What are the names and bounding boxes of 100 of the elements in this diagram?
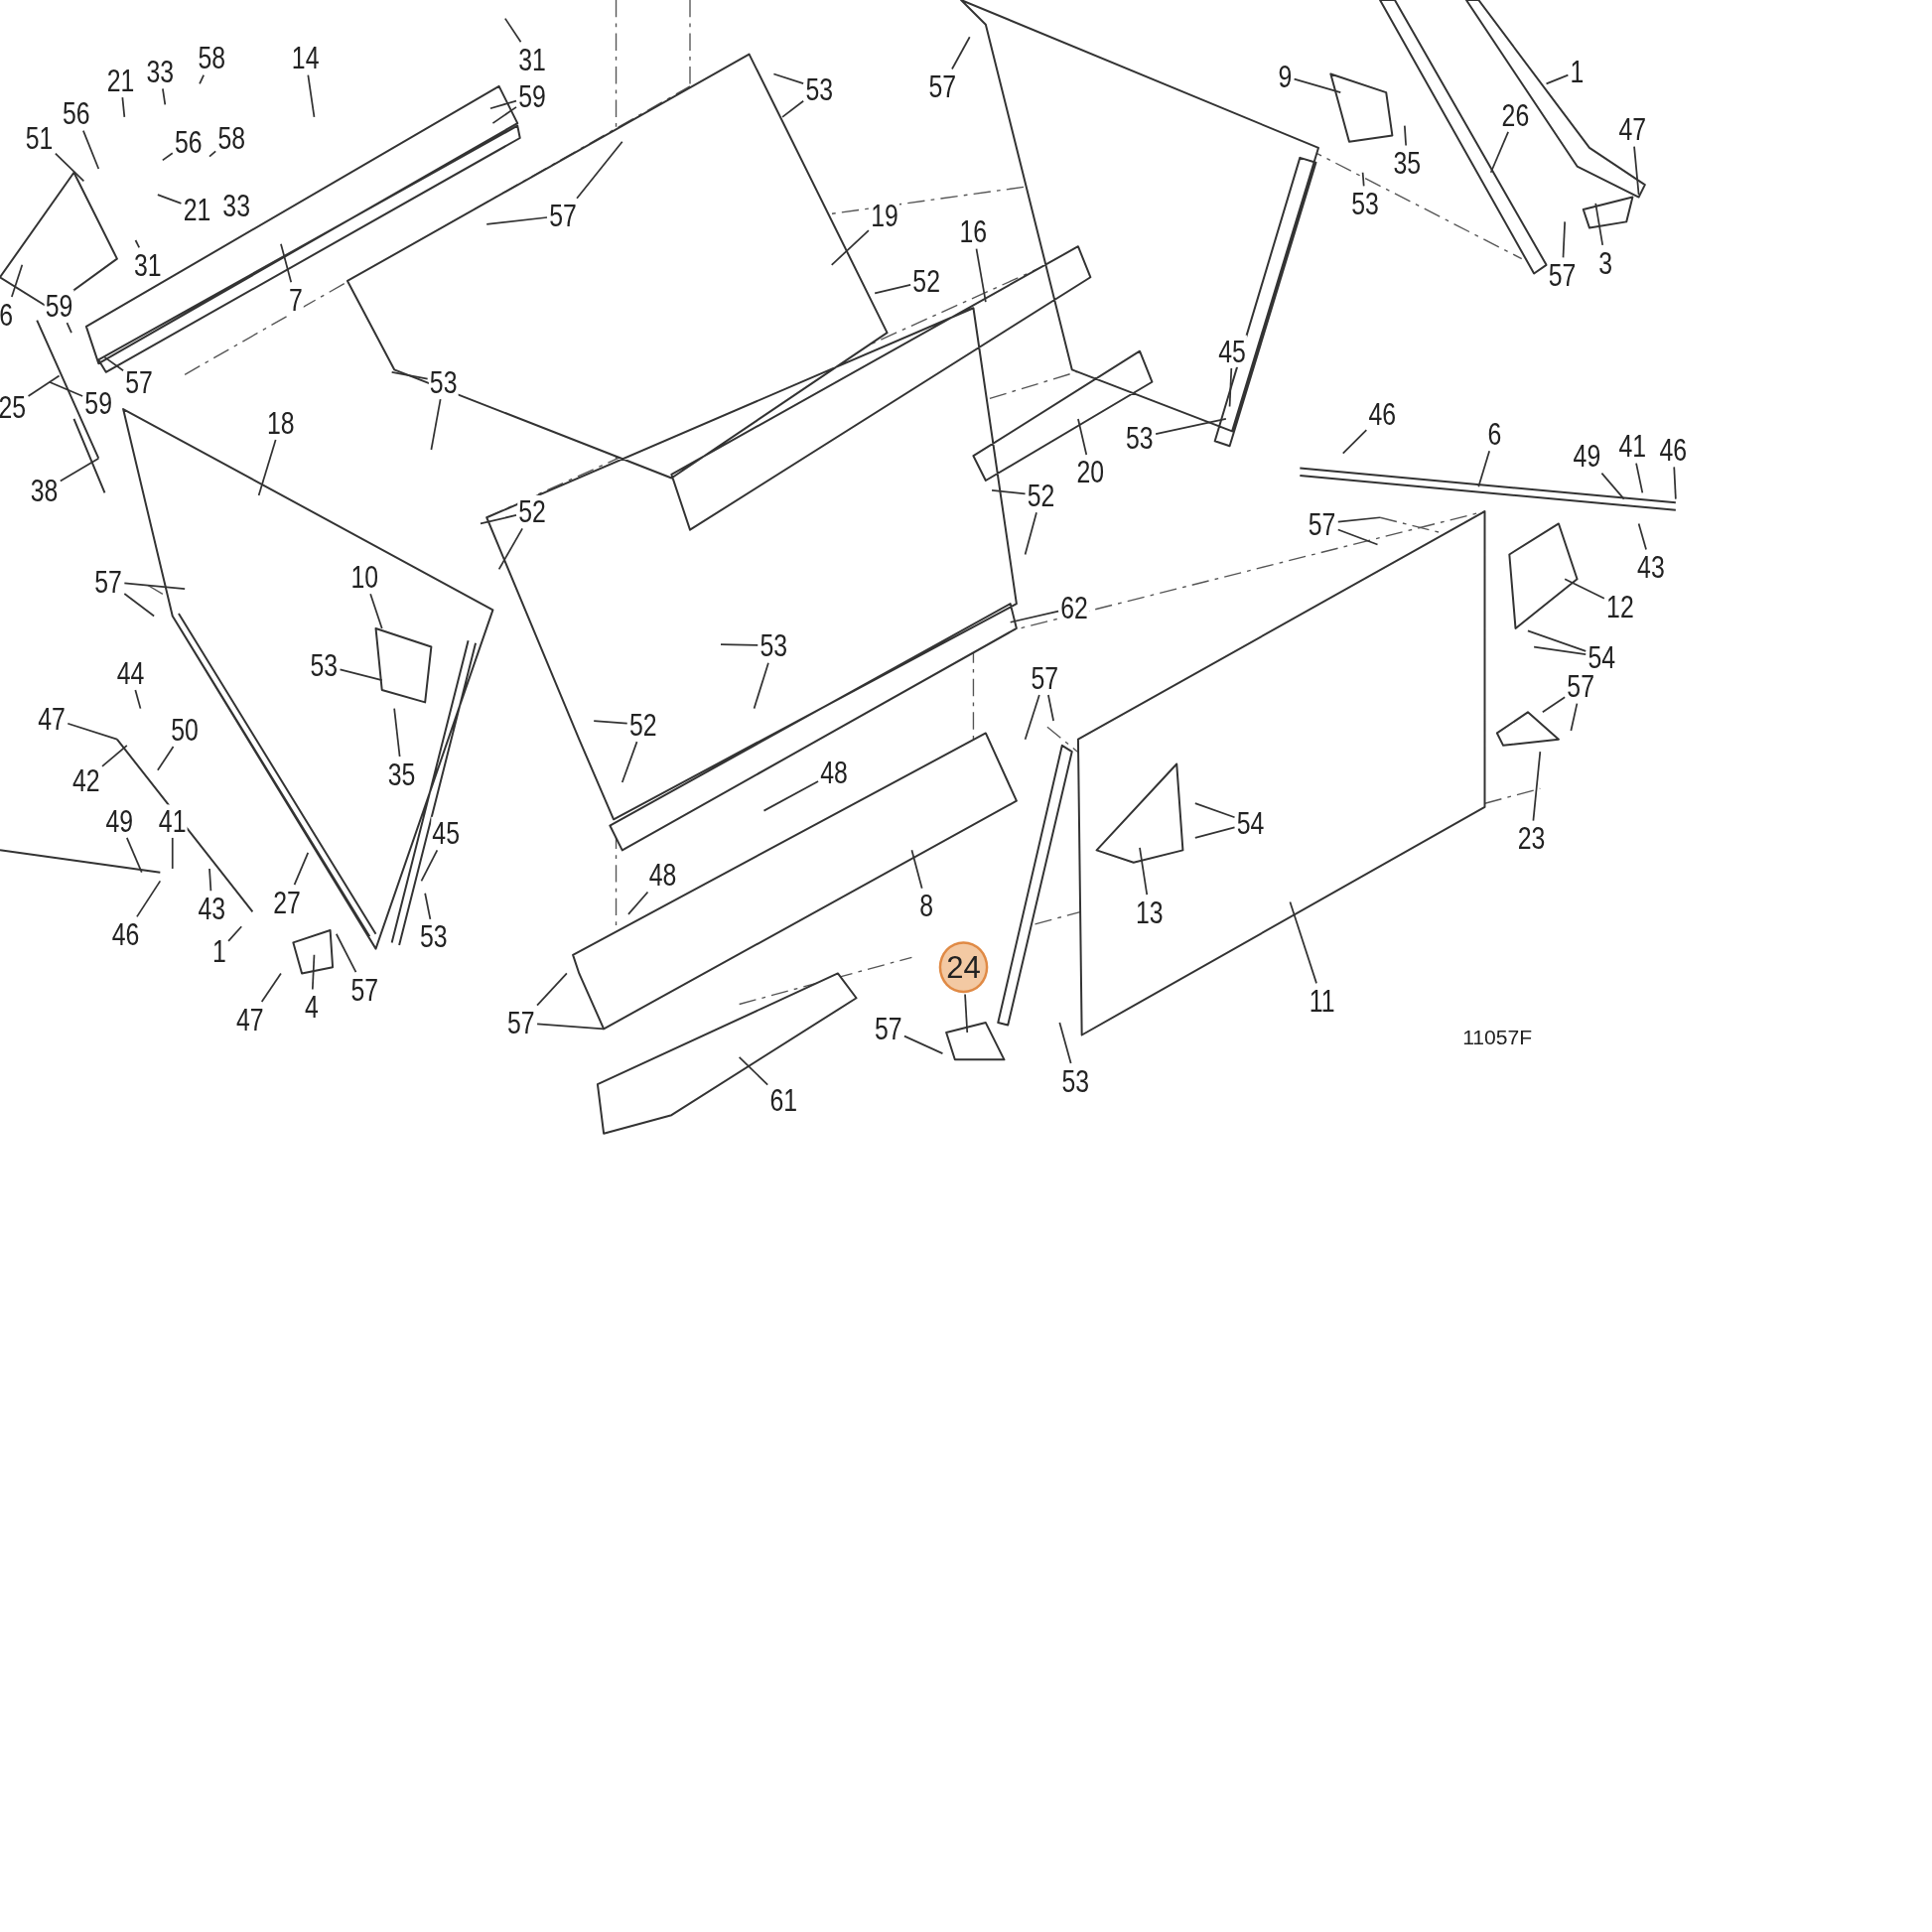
leader-line	[339, 668, 383, 681]
leader-line	[1541, 696, 1567, 714]
leader-line	[103, 356, 124, 372]
leader-line	[157, 746, 175, 771]
leader-line	[576, 140, 623, 200]
leader-line	[593, 720, 628, 725]
leader-line	[1532, 751, 1542, 822]
leader-line	[1193, 826, 1236, 839]
leader-line	[101, 745, 128, 767]
leader-line	[1155, 418, 1227, 435]
leader-line	[59, 457, 100, 483]
leader-line	[503, 17, 522, 44]
leader-line	[1594, 202, 1604, 246]
leader-line	[335, 932, 357, 974]
leader-line	[293, 851, 310, 886]
leader-line	[1009, 610, 1059, 623]
leader-line	[1228, 367, 1233, 408]
leader-line	[1633, 145, 1640, 196]
leader-line	[480, 514, 517, 525]
leader-line	[991, 489, 1027, 495]
leader-line	[1403, 124, 1407, 147]
leader-line	[830, 229, 870, 266]
leader-line	[1489, 130, 1509, 174]
drawing-number: 11057F	[1462, 1026, 1533, 1051]
leader-line	[199, 73, 206, 85]
leader-line	[1562, 220, 1567, 259]
leader-line	[390, 370, 429, 380]
callout-number: 45	[1217, 335, 1247, 367]
leader-line	[424, 892, 432, 920]
leader-line	[1024, 511, 1037, 556]
leader-line	[720, 643, 759, 646]
leader-line	[123, 593, 155, 618]
leader-line	[627, 891, 649, 915]
leader-line	[27, 374, 61, 397]
leader-line	[1635, 462, 1644, 494]
leader-line	[162, 87, 167, 106]
leader-line	[1533, 645, 1587, 655]
callout-number: 24	[938, 941, 989, 994]
leader-line	[161, 152, 174, 162]
leader-line	[430, 398, 442, 451]
leader-line	[536, 1023, 605, 1031]
leader-line	[1058, 1022, 1072, 1064]
leader-line	[491, 106, 517, 124]
leader-line	[781, 99, 805, 118]
leader-line	[738, 1055, 769, 1086]
leader-line	[123, 582, 187, 591]
leader-line	[1193, 802, 1236, 819]
leader-line	[121, 96, 126, 118]
leader-line	[1341, 429, 1368, 455]
leader-line	[1077, 418, 1088, 456]
leader-line	[227, 925, 243, 942]
leader-line	[393, 707, 401, 758]
leader-line	[753, 661, 769, 710]
leader-line	[772, 72, 805, 84]
leader-line	[762, 780, 819, 812]
leader-line	[257, 439, 277, 496]
leader-line	[1336, 516, 1381, 523]
leader-line	[1289, 900, 1317, 985]
leader-line	[1361, 171, 1365, 188]
leader-line	[208, 868, 212, 893]
leader-line	[975, 247, 987, 303]
leader-line	[136, 880, 162, 918]
leader-line	[1673, 466, 1677, 500]
leader-line	[1293, 77, 1342, 93]
leader-line	[48, 380, 84, 397]
leader-line	[66, 322, 72, 334]
leader-line	[951, 36, 971, 70]
callout-number: 33	[222, 188, 250, 224]
leader-line	[489, 99, 517, 110]
leader-line	[1024, 694, 1040, 741]
leader-line	[1527, 629, 1587, 652]
leader-line	[307, 73, 316, 118]
leader-line	[621, 741, 638, 783]
leader-line	[208, 150, 217, 158]
leader-line	[134, 239, 141, 249]
leader-line	[485, 216, 548, 225]
leader-line	[420, 849, 439, 883]
leader-line	[125, 837, 143, 874]
leader-line	[497, 527, 524, 571]
leader-line	[67, 722, 118, 741]
leader-line	[11, 263, 24, 298]
leader-line	[369, 593, 383, 629]
leader-line	[1600, 472, 1625, 500]
leader-line	[874, 283, 911, 295]
leader-line	[1564, 578, 1605, 600]
leader-line	[82, 129, 100, 170]
leader-line	[1047, 694, 1054, 722]
leader-line	[903, 1035, 944, 1054]
leader-line	[1570, 702, 1579, 732]
leader-line	[134, 689, 142, 710]
leader-line	[260, 972, 282, 1003]
leader-line	[1545, 73, 1570, 85]
leader-line	[964, 993, 969, 1034]
leader-line	[1336, 528, 1379, 546]
leader-line	[536, 972, 568, 1007]
leader-line	[55, 152, 85, 183]
leader-line	[1139, 847, 1149, 896]
leader-line	[910, 849, 923, 890]
leader-line	[1477, 450, 1491, 488]
leader-line	[311, 953, 316, 991]
